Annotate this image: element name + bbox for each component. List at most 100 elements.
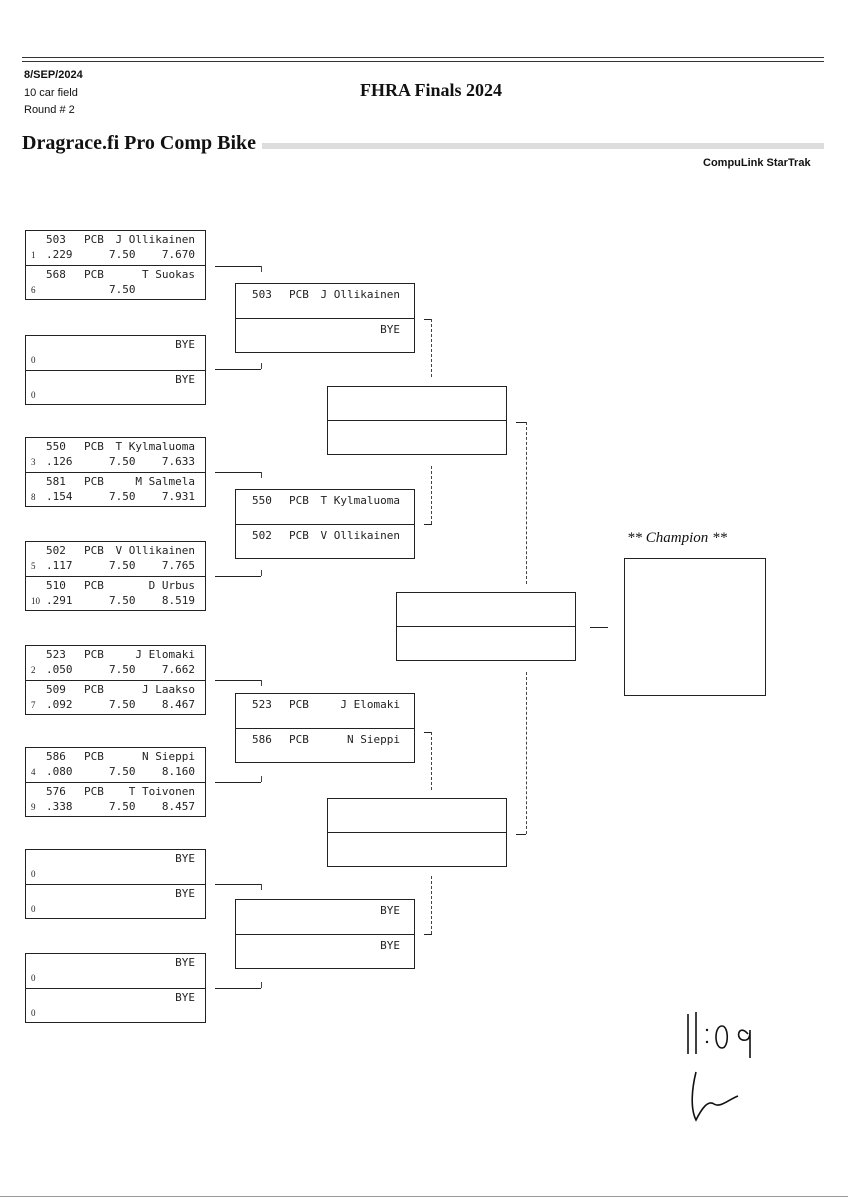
class-code: PCB: [84, 579, 104, 592]
lane-number: 0: [31, 973, 36, 983]
driver-name: J Elomaki: [135, 648, 195, 661]
racer-entry: BYE: [236, 935, 414, 970]
car-number: 550: [252, 494, 272, 507]
driver-name: BYE: [380, 323, 400, 336]
car-number: 523: [252, 698, 272, 711]
handwritten-time-text: 11:09: [0, 0, 1, 1]
class-code: PCB: [289, 529, 309, 542]
car-number: 503: [46, 233, 66, 246]
top-rule: [22, 57, 824, 62]
lane-number: 9: [31, 802, 36, 812]
event-date: 8/SEP/2024: [24, 69, 83, 81]
car-number: 523: [46, 648, 66, 661]
lane-number: 1: [31, 250, 36, 260]
class-title: Dragrace.fi Pro Comp Bike: [22, 132, 257, 154]
class-code: PCB: [289, 494, 309, 507]
elapsed-time: 8.457: [161, 800, 195, 813]
lane-number: 5: [31, 561, 36, 571]
car-number: 510: [46, 579, 66, 592]
class-code: PCB: [84, 683, 104, 696]
car-number: 586: [252, 733, 272, 746]
driver-name: T Toivonen: [128, 785, 195, 798]
reaction-time: .092: [46, 698, 73, 711]
driver-name: BYE: [175, 991, 195, 1004]
lane-number: 7: [31, 700, 36, 710]
dial-in: 7.50: [109, 594, 136, 607]
dial-in: 7.50: [109, 663, 136, 676]
racer-entry: BYE: [236, 319, 414, 354]
reaction-time: .050: [46, 663, 73, 676]
dial-in: 7.50: [109, 698, 136, 711]
driver-name: BYE: [175, 956, 195, 969]
driver-name: BYE: [175, 373, 195, 386]
round2-matchup-box: BYE BYE: [235, 899, 415, 969]
car-number: 581: [46, 475, 66, 488]
elapsed-time: 7.765: [161, 559, 195, 572]
champion-box: [624, 558, 766, 696]
reaction-time: .154: [46, 490, 73, 503]
class-code: PCB: [289, 698, 309, 711]
reaction-time: .126: [46, 455, 73, 468]
driver-name: V Ollikainen: [320, 529, 400, 542]
dotted-rule: [262, 143, 824, 149]
elapsed-time: 7.931: [161, 490, 195, 503]
final-box: [396, 592, 576, 661]
car-number: 502: [46, 544, 66, 557]
racer-entry: BYE 0: [26, 336, 205, 371]
lane-number: 0: [31, 869, 36, 879]
driver-name: N Sieppi: [142, 750, 195, 763]
lane-number: 0: [31, 1008, 36, 1018]
driver-name: BYE: [175, 887, 195, 900]
class-code: PCB: [84, 233, 104, 246]
driver-name: T Suokas: [142, 268, 195, 281]
lane-number: 10: [31, 596, 40, 606]
driver-name: BYE: [380, 904, 400, 917]
lane-number: 3: [31, 457, 36, 467]
dial-in: 7.50: [109, 248, 136, 261]
class-code: PCB: [84, 750, 104, 763]
lane-number: 0: [31, 355, 36, 365]
lane-number: 4: [31, 767, 36, 777]
dial-in: 7.50: [109, 283, 136, 296]
reaction-time: .291: [46, 594, 73, 607]
driver-name: J Laakso: [142, 683, 195, 696]
bottom-rule: [0, 1196, 848, 1197]
class-code: PCB: [84, 475, 104, 488]
class-code: PCB: [84, 648, 104, 661]
elapsed-time: 7.670: [161, 248, 195, 261]
reaction-time: .229: [46, 248, 73, 261]
elapsed-time: 7.633: [161, 455, 195, 468]
car-number: 550: [46, 440, 66, 453]
driver-name: BYE: [175, 338, 195, 351]
racer-entry: BYE 0: [26, 885, 205, 920]
driver-name: V Ollikainen: [115, 544, 195, 557]
lane-number: 0: [31, 904, 36, 914]
class-code: PCB: [84, 440, 104, 453]
dial-in: 7.50: [109, 800, 136, 813]
driver-name: BYE: [175, 852, 195, 865]
car-number: 503: [252, 288, 272, 301]
racer-entry: BYE 0: [26, 954, 205, 989]
dial-in: 7.50: [109, 559, 136, 572]
driver-name: N Sieppi: [347, 733, 400, 746]
event-title: FHRA Finals 2024: [360, 80, 503, 100]
reaction-time: .338: [46, 800, 73, 813]
semifinal-box-1: [327, 386, 507, 455]
field-size: 10 car field: [24, 87, 78, 99]
lane-number: 2: [31, 665, 36, 675]
champion-label: ** Champion **: [627, 530, 728, 546]
driver-name: M Salmela: [135, 475, 195, 488]
reaction-time: .080: [46, 765, 73, 778]
